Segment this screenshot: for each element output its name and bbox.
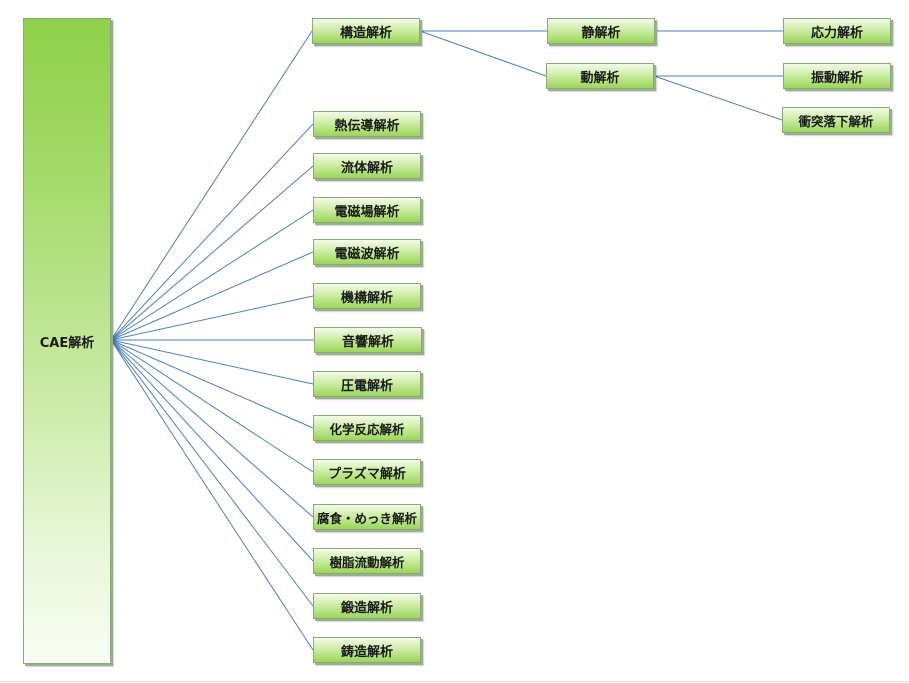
node-kozo-kaiseki: 構造解析 — [312, 18, 420, 44]
node-atsuden-kaiseki: 圧電解析 — [313, 371, 421, 397]
connector-cae-kozo — [110, 30, 313, 341]
root-node-cae: CAE解析 — [23, 18, 111, 664]
connector-cae-ryutai — [110, 165, 314, 341]
node-jushi-ryudo-kaiseki: 樹脂流動解析 — [313, 548, 421, 574]
page-bottom-divider — [0, 681, 909, 682]
node-shototsu-rakka-kaiseki: 衝突落下解析 — [782, 107, 890, 133]
node-onkyo-kaiseki: 音響解析 — [314, 327, 422, 353]
node-oryoku-kaiseki: 応力解析 — [783, 18, 891, 44]
connector-cae-tanzo — [110, 339, 314, 607]
connector-cae-fushoku — [110, 339, 314, 518]
connector-cae-denjiba — [110, 209, 314, 341]
connector-cae-denjiha — [110, 251, 314, 341]
connector-cae-kiko — [110, 295, 314, 341]
node-kagaku-hanno-kaiseki: 化学反応解析 — [313, 415, 421, 441]
node-denjiha-kaiseki: 電磁波解析 — [313, 239, 421, 265]
node-denjiba-kaiseki: 電磁場解析 — [313, 197, 421, 223]
node-netsudendo-kaiseki: 熱伝導解析 — [313, 111, 421, 137]
node-do-kaiseki: 動解析 — [546, 63, 654, 89]
connector-do-shototsu — [653, 75, 783, 121]
connector-cae-jushi — [110, 339, 314, 562]
node-plasma-kaiseki: プラズマ解析 — [313, 459, 421, 485]
node-tanzo-kaiseki: 鍛造解析 — [313, 593, 421, 619]
node-kiko-kaiseki: 機構解析 — [313, 283, 421, 309]
connector-kozo-do — [419, 30, 547, 77]
connector-cae-kagaku — [110, 339, 314, 429]
node-ryutai-kaiseki: 流体解析 — [313, 153, 421, 179]
connector-cae-plasma — [110, 339, 314, 473]
connector-cae-atsuden — [110, 339, 314, 385]
connector-cae-chuzo — [110, 339, 314, 651]
node-shindo-kaiseki: 振動解析 — [783, 63, 891, 89]
connector-cae-netsu — [110, 123, 314, 341]
node-fushoku-mekki-kaiseki: 腐食・めっき解析 — [313, 504, 421, 530]
node-sei-kaiseki: 静解析 — [547, 18, 655, 44]
node-chuzo-kaiseki: 鋳造解析 — [313, 637, 421, 663]
